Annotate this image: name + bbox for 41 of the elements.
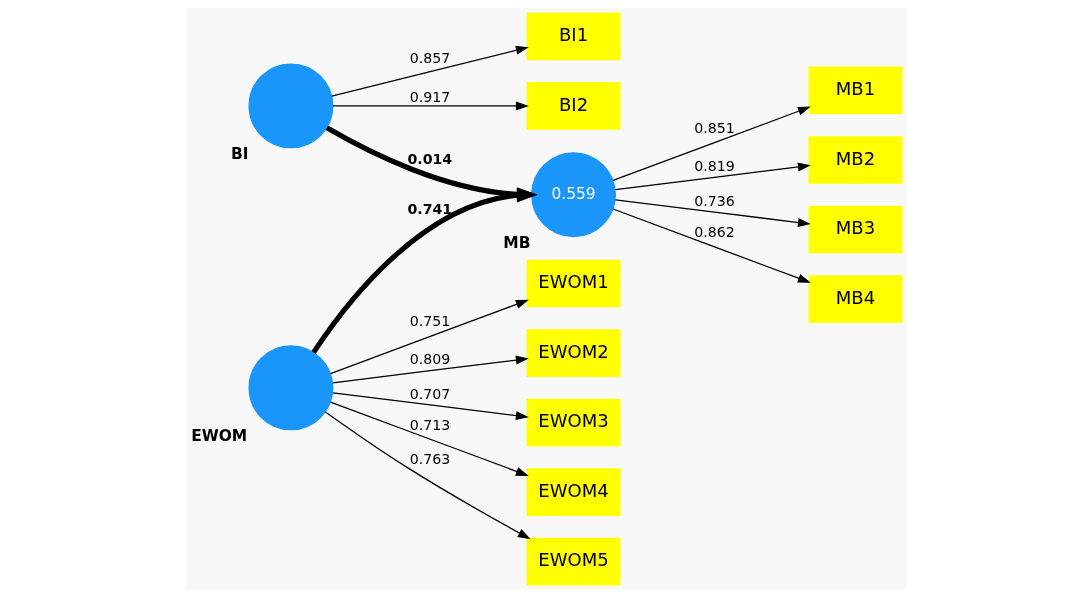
node-box: MB1	[808, 66, 902, 115]
arrow	[329, 401, 529, 476]
arrow	[331, 355, 529, 384]
node-box: EWOM4	[526, 468, 621, 516]
edge-label: 0.819	[693, 158, 735, 175]
node-circle	[247, 63, 333, 149]
arrow	[329, 299, 529, 375]
node-box: MB2	[808, 136, 902, 184]
edge-label: 0.917	[409, 88, 450, 105]
edge-label: 0.809	[409, 351, 450, 368]
node-circle: 0.559	[530, 152, 616, 238]
node-box: EWOM2	[526, 329, 621, 377]
arrow	[611, 106, 811, 182]
node-box: EWOM1	[526, 259, 621, 308]
node-box: EWOM5	[526, 537, 621, 586]
arrow	[614, 162, 811, 191]
node-circle	[247, 345, 333, 431]
arrow	[611, 208, 811, 283]
edge-label: 0.862	[693, 223, 735, 240]
arrow	[324, 411, 531, 540]
edge-label: 0.713	[409, 417, 450, 434]
node-label: EWOM	[190, 426, 247, 445]
node-label: BI	[230, 144, 249, 163]
edge-label: 0.851	[693, 119, 735, 136]
edge-label: 0.736	[693, 193, 735, 210]
node-label: MB	[502, 233, 531, 252]
edge-label: 0.741	[406, 200, 452, 217]
arrow	[331, 101, 529, 111]
arrow	[614, 199, 811, 227]
node-box: MB3	[808, 205, 902, 254]
node-box: BI1	[526, 12, 621, 61]
edge-label: 0.857	[409, 50, 450, 67]
node-box: EWOM3	[526, 398, 621, 447]
arrow	[330, 45, 529, 97]
node-box: BI2	[526, 82, 621, 130]
edge-label: 0.014	[406, 150, 452, 167]
edge-label: 0.751	[409, 312, 450, 329]
edge-label: 0.707	[409, 386, 450, 403]
arrow	[331, 392, 529, 421]
edge-label: 0.763	[409, 450, 450, 467]
node-box: MB4	[808, 275, 902, 323]
